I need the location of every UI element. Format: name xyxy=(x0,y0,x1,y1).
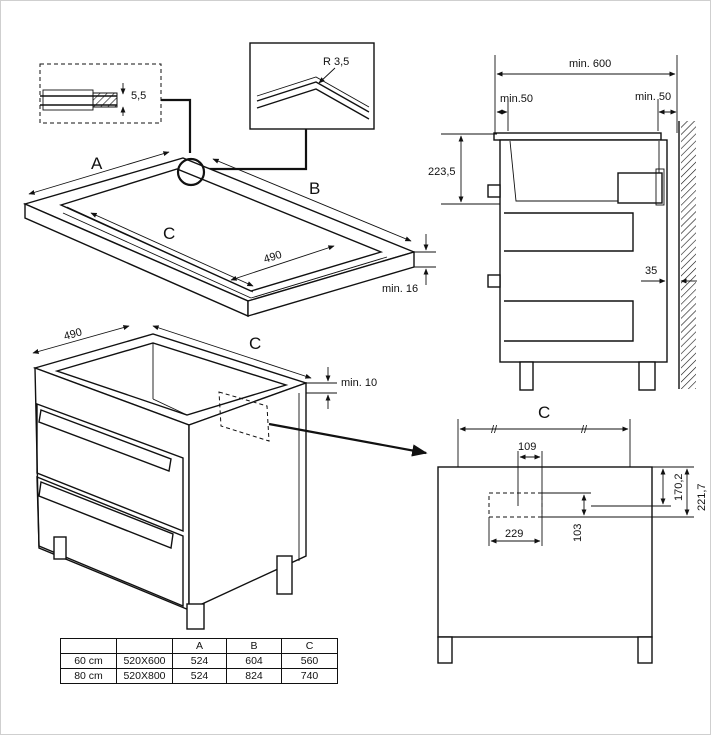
label-c-frame: C xyxy=(163,224,175,243)
table-cell: 740 xyxy=(281,668,338,684)
table-header xyxy=(60,638,117,654)
table-cell: 80 cm xyxy=(60,668,117,684)
table-cell: 524 xyxy=(172,653,227,669)
detail-connector xyxy=(161,98,192,153)
hob-box xyxy=(617,172,663,204)
radius-detail-box xyxy=(249,42,375,130)
recess-depth-label: 5,5 xyxy=(131,90,146,102)
tick-right: // xyxy=(581,424,588,436)
leg-front-left xyxy=(53,536,67,560)
dimension-table: A B C 60 cm 520X600 524 604 560 80 cm 52… xyxy=(60,638,338,684)
leg-front-right xyxy=(186,603,205,630)
table-cell: 560 xyxy=(281,653,338,669)
radius-detail: R 3,5 xyxy=(204,42,375,171)
table-header: C xyxy=(281,638,338,654)
recess-detail: 5,5 xyxy=(39,63,192,153)
leg-back-right xyxy=(276,555,293,595)
drawer-top xyxy=(36,402,184,533)
label-103: 103 xyxy=(572,524,584,542)
label-min-16: min. 16 xyxy=(382,283,418,295)
table-header: B xyxy=(226,638,282,654)
dim-c xyxy=(90,212,254,287)
label-min-10: min. 10 xyxy=(341,377,377,389)
dim-490 xyxy=(230,245,335,281)
hob-plate xyxy=(493,132,662,141)
dim-b xyxy=(212,158,412,242)
cabinet-iso: 490 C min. 10 xyxy=(32,325,428,630)
table-cell: 520X600 xyxy=(116,653,173,669)
table-header xyxy=(116,638,173,654)
table-cell: 520X800 xyxy=(116,668,173,684)
handle-bottom xyxy=(38,481,174,549)
table-header: A xyxy=(172,638,227,654)
table-cell: 524 xyxy=(172,668,227,684)
label-35: 35 xyxy=(645,265,657,277)
table-cell: 604 xyxy=(226,653,282,669)
side-section: min. 600 min.50 min. 50 223,5 35 xyxy=(428,55,697,391)
table-header-row: A B C xyxy=(60,638,338,654)
label-221-7: 221,7 xyxy=(696,483,708,511)
leg-right xyxy=(638,361,656,391)
detail-circle xyxy=(176,157,206,187)
cutout-dashed xyxy=(218,391,270,442)
radius-connector xyxy=(204,129,308,171)
label-223-5: 223,5 xyxy=(428,166,456,178)
table-row: 80 cm 520X800 524 824 740 xyxy=(60,668,338,684)
drawer-bottom xyxy=(36,475,184,608)
label-b: B xyxy=(309,179,320,198)
label-490-frame: 490 xyxy=(262,249,283,266)
label-min-50-left: min.50 xyxy=(500,93,533,105)
label-229: 229 xyxy=(505,528,523,540)
label-min-600: min. 600 xyxy=(569,58,611,70)
frame-iso: A B C 490 min. 16 xyxy=(22,151,436,318)
table-row: 60 cm 520X600 524 604 560 xyxy=(60,653,338,669)
dim-a xyxy=(28,151,170,195)
label-min-50-right: min. 50 xyxy=(635,91,671,103)
tick-left: // xyxy=(491,424,498,436)
label-170-2: 170,2 xyxy=(673,473,685,501)
label-a: A xyxy=(91,154,103,173)
recess-detail-box xyxy=(39,63,162,124)
table-cell: 60 cm xyxy=(60,653,117,669)
table-cell: 824 xyxy=(226,668,282,684)
label-109: 109 xyxy=(518,441,536,453)
pointer-arrow xyxy=(268,422,428,457)
handle-top xyxy=(38,409,172,472)
leg-left xyxy=(519,361,534,391)
front-body xyxy=(437,466,653,638)
front-view: C // // 109 229 103 170,2 221,7 xyxy=(437,403,708,664)
label-c-front: C xyxy=(538,403,550,422)
label-490-cabinet: 490 xyxy=(63,326,84,343)
label-c-cabinet: C xyxy=(249,334,261,353)
radius-label: R 3,5 xyxy=(323,56,349,68)
